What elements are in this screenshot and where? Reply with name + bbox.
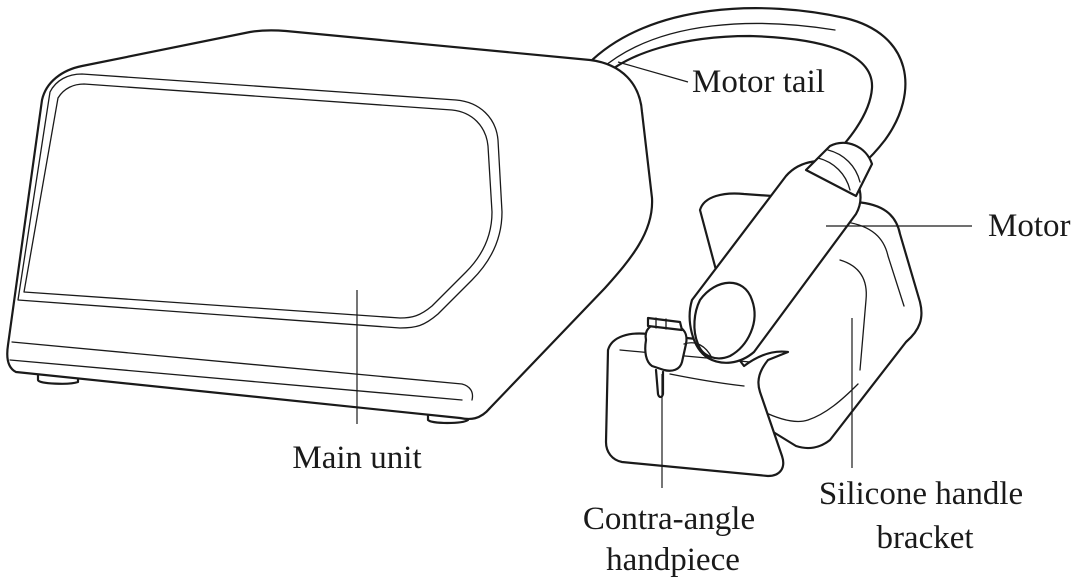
contra-angle-handpiece [644,316,713,399]
label-bracket-line2: bracket [876,520,973,556]
label-bracket-line1: Silicone handle [819,476,1023,512]
leader-motor-tail [617,61,689,83]
label-contra-angle-line1: Contra-angle [583,501,755,537]
label-contra-angle-line2: handpiece [606,542,740,578]
motor [688,141,874,364]
main-unit [6,29,654,425]
label-motor: Motor [988,208,1071,244]
label-motor-tail: Motor tail [692,64,825,100]
label-main-unit: Main unit [292,440,421,476]
